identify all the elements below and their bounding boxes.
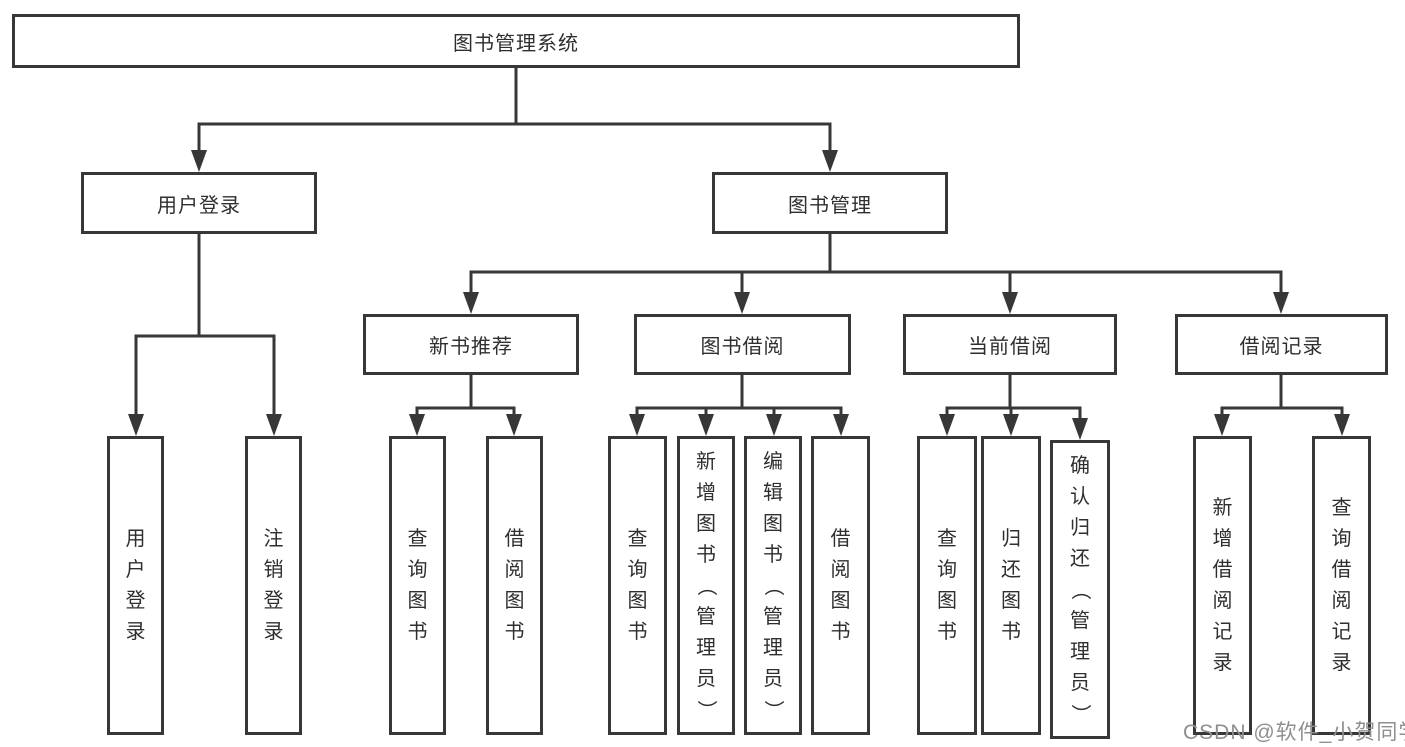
leaf-recommend-borrow-book-label: 借阅图书 bbox=[504, 528, 525, 643]
leaf-recommend-query-book-label: 查询图书 bbox=[407, 528, 428, 643]
leaf-add-book-admin: 新增图书（管理员） bbox=[677, 436, 735, 735]
connector-borrow-record-children bbox=[1214, 373, 1350, 436]
node-root: 图书管理系统 bbox=[12, 14, 1020, 68]
leaf-return-book-label: 归还图书 bbox=[1001, 528, 1021, 643]
leaf-confirm-return-admin-label: 确认归还（管理员） bbox=[1069, 454, 1091, 724]
node-new-book-recommend-label: 新书推荐 bbox=[429, 336, 513, 358]
connector-current-borrow-children bbox=[939, 373, 1088, 440]
leaf-add-borrow-record: 新增借阅记录 bbox=[1193, 436, 1252, 735]
leaf-add-borrow-record-label: 新增借阅记录 bbox=[1212, 497, 1233, 674]
connector-user-login-children bbox=[128, 232, 282, 436]
leaf-current-query-book: 查询图书 bbox=[917, 436, 977, 735]
node-borrow-record-label: 借阅记录 bbox=[1239, 336, 1324, 358]
node-user-login-label: 用户登录 bbox=[157, 194, 241, 217]
leaf-borrow-query-book-label: 查询图书 bbox=[627, 528, 648, 643]
node-borrow-record: 借阅记录 bbox=[1175, 314, 1388, 375]
leaf-borrow-book-label: 借阅图书 bbox=[830, 528, 851, 643]
node-new-book-recommend: 新书推荐 bbox=[363, 314, 579, 375]
leaf-user-login-label: 用户登录 bbox=[125, 528, 146, 643]
leaf-logout: 注销登录 bbox=[245, 436, 302, 735]
node-current-borrow-label: 当前借阅 bbox=[968, 336, 1052, 358]
node-book-management: 图书管理 bbox=[712, 172, 948, 234]
leaf-borrow-query-book: 查询图书 bbox=[608, 436, 667, 735]
leaf-user-login: 用户登录 bbox=[107, 436, 164, 735]
node-book-management-label: 图书管理 bbox=[788, 194, 872, 217]
leaf-query-borrow-record-label: 查询借阅记录 bbox=[1331, 497, 1352, 674]
node-root-label: 图书管理系统 bbox=[453, 32, 579, 55]
leaf-current-query-book-label: 查询图书 bbox=[937, 528, 957, 643]
leaf-add-book-admin-label: 新增图书（管理员） bbox=[695, 450, 717, 720]
leaf-edit-book-admin: 编辑图书（管理员） bbox=[744, 436, 802, 735]
leaf-borrow-book: 借阅图书 bbox=[811, 436, 870, 735]
leaf-confirm-return-admin: 确认归还（管理员） bbox=[1050, 440, 1110, 739]
leaf-recommend-borrow-book: 借阅图书 bbox=[486, 436, 543, 735]
connector-book-borrow-children bbox=[629, 373, 849, 436]
watermark: CSDN @软件_小贺同学 bbox=[1183, 721, 1405, 744]
node-book-borrow-label: 图书借阅 bbox=[700, 336, 785, 358]
node-current-borrow: 当前借阅 bbox=[903, 314, 1117, 375]
connector-root-to-level2 bbox=[191, 66, 838, 172]
leaf-return-book: 归还图书 bbox=[981, 436, 1041, 735]
leaf-query-borrow-record: 查询借阅记录 bbox=[1312, 436, 1371, 735]
node-book-borrow: 图书借阅 bbox=[634, 314, 851, 375]
leaf-recommend-query-book: 查询图书 bbox=[389, 436, 446, 735]
leaf-edit-book-admin-label: 编辑图书（管理员） bbox=[762, 450, 784, 720]
connector-new-book-recommend-children bbox=[409, 373, 522, 436]
connector-book-management-children bbox=[463, 232, 1289, 314]
node-user-login: 用户登录 bbox=[81, 172, 317, 234]
leaf-logout-label: 注销登录 bbox=[263, 528, 284, 643]
